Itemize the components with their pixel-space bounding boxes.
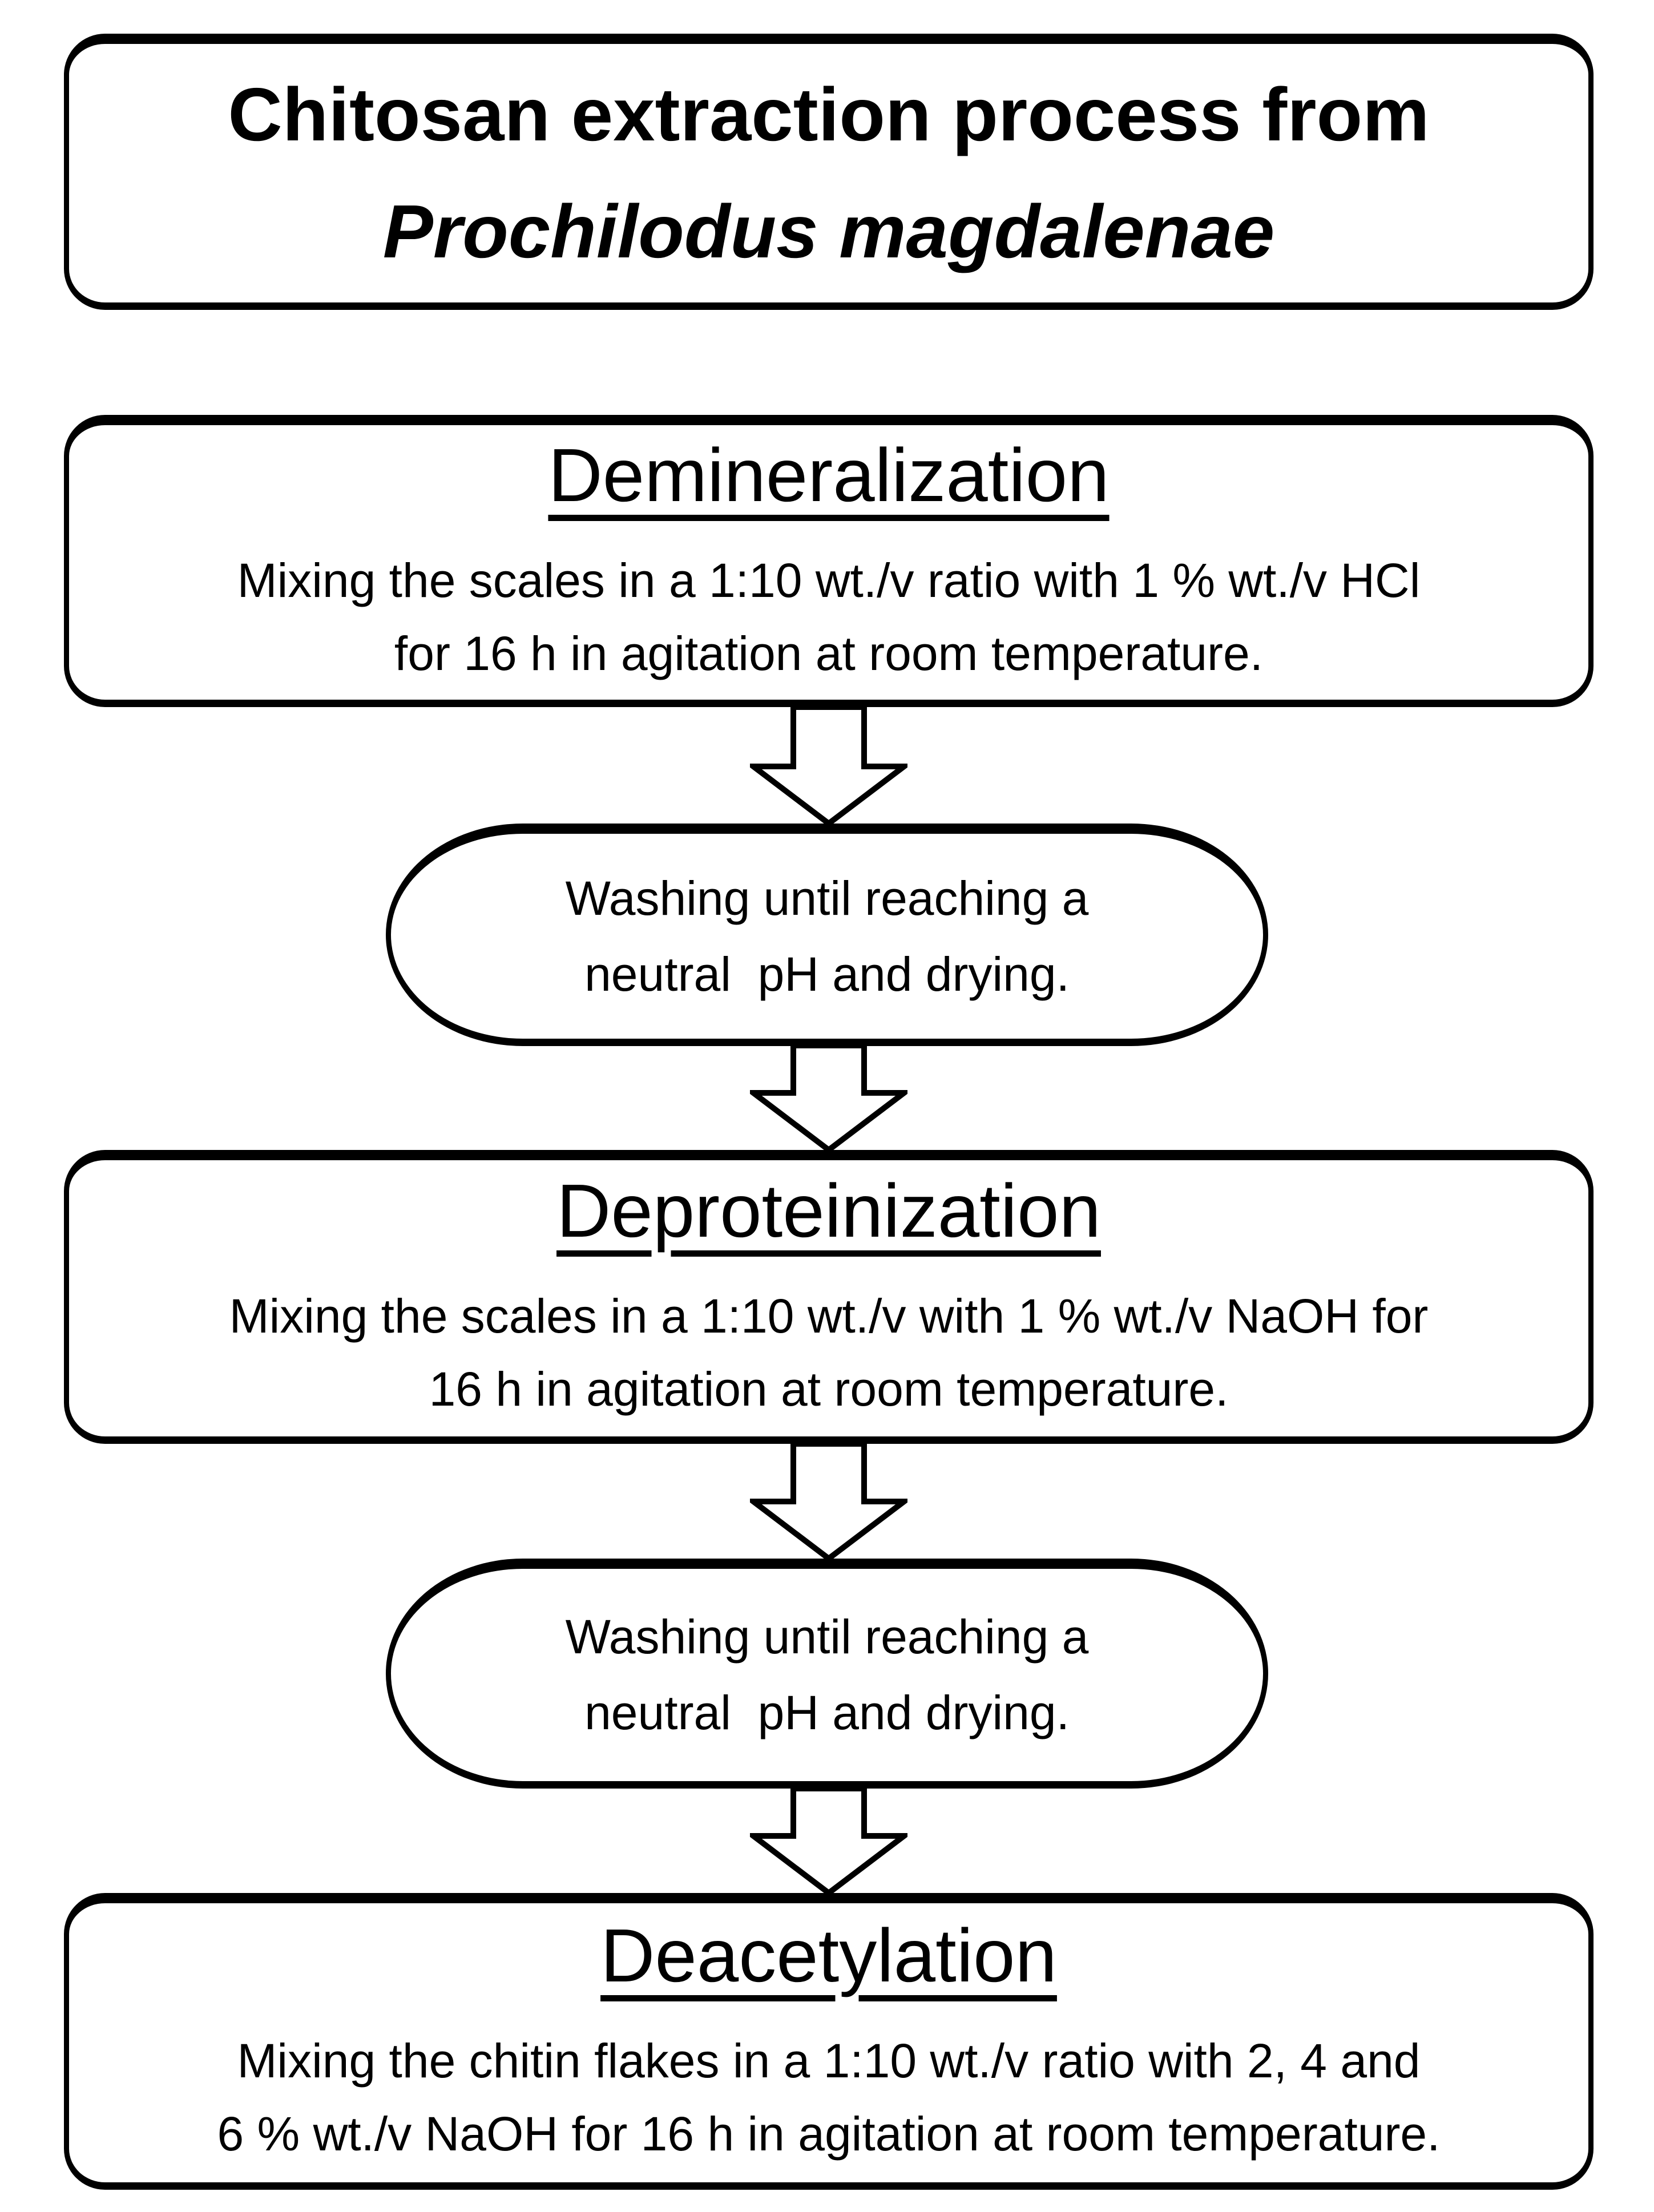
step-heading-text: Deacetylation [600, 1913, 1057, 1997]
step-heading-deproteinization: Deproteinization [556, 1161, 1101, 1261]
step-body-deproteinization: Mixing the scales in a 1:10 wt./v with 1… [229, 1289, 1429, 1416]
step-heading-text: Demineralization [548, 433, 1110, 517]
step-body-demineralization: Mixing the scales in a 1:10 wt./v ratio … [237, 553, 1421, 680]
down-arrow-icon-4 [750, 1786, 907, 1896]
step-heading-text: Deproteinization [556, 1169, 1101, 1253]
step-box-demineralization: Demineralization Mixing the scales in a … [64, 415, 1594, 707]
title-line-2-species: Prochilodus magdalenae [382, 189, 1275, 273]
washing-node-1: Washing until reaching a neutral pH and … [386, 824, 1268, 1046]
down-arrow-icon-2 [750, 1043, 907, 1153]
title-box: Chitosan extraction process from Prochil… [64, 34, 1594, 310]
title-line-1: Chitosan extraction process from [228, 72, 1430, 156]
washing-text-1: Washing until reaching a neutral pH and … [565, 871, 1089, 1001]
step-box-deproteinization: Deproteinization Mixing the scales in a … [64, 1150, 1594, 1444]
step-heading-demineralization: Demineralization [548, 426, 1109, 525]
washing-text-2: Washing until reaching a neutral pH and … [565, 1610, 1089, 1739]
down-arrow-icon-3 [750, 1441, 907, 1562]
step-heading-deacetylation: Deacetylation [600, 1906, 1057, 2005]
washing-node-2: Washing until reaching a neutral pH and … [386, 1559, 1268, 1789]
step-body-deacetylation: Mixing the chitin flakes in a 1:10 wt./v… [217, 2033, 1441, 2161]
step-box-deacetylation: Deacetylation Mixing the chitin flakes i… [64, 1893, 1594, 2190]
down-arrow-icon-1 [750, 704, 907, 827]
